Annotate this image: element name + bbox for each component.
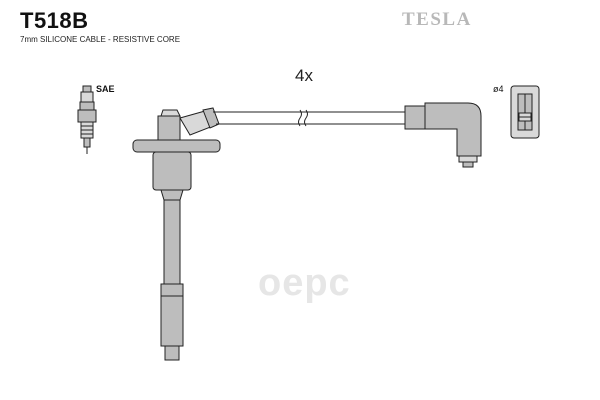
watermark: оерс bbox=[258, 262, 351, 304]
spark-plug-icon bbox=[77, 85, 97, 154]
ignition-cable bbox=[213, 109, 405, 127]
plug-boot bbox=[132, 109, 221, 361]
plug-standard-label: SAE bbox=[96, 84, 115, 94]
product-code: T518B bbox=[20, 8, 89, 33]
terminal-icon bbox=[510, 85, 540, 139]
brand-logo: TESLA bbox=[402, 9, 472, 30]
cable-spec: 7mm SILICONE CABLE - RESISTIVE CORE bbox=[20, 35, 181, 44]
quantity-label: 4x bbox=[295, 66, 313, 85]
coil-connector bbox=[404, 102, 482, 168]
terminal-diameter-label: ø4 bbox=[493, 84, 504, 94]
